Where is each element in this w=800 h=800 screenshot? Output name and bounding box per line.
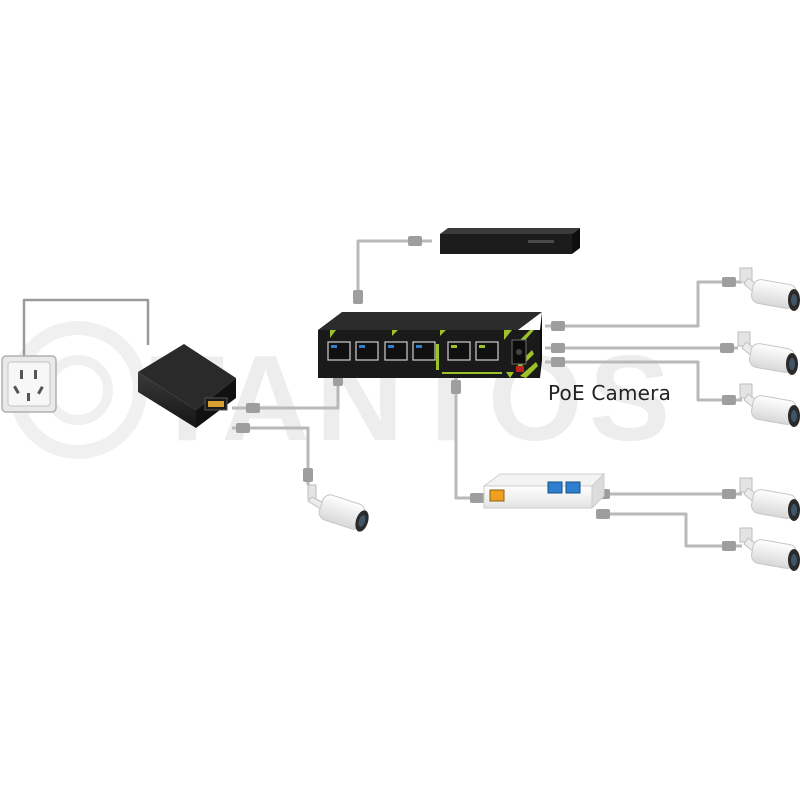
cable-connectors [236,236,736,551]
cable-switch-camera-1 [545,280,742,328]
cable-nvr-switch [356,239,432,300]
bullet-camera-icon [739,477,800,521]
cables [22,239,742,548]
bullet-camera-icon [739,527,800,571]
power-outlet-icon [1,355,57,413]
cable-extender-camera-2 [602,512,742,548]
bullet-camera-icon [739,267,800,311]
network-switch-icon [318,312,542,378]
bullet-camera-icon [739,383,800,427]
network-extender-icon [482,472,606,510]
bullet-camera-icon [307,484,369,532]
bullet-camera-icon [737,331,798,375]
cable-switch-camera-3 [545,360,742,402]
power-cord [22,298,150,360]
cable-injector-camera [232,426,310,485]
power-adapter-icon [138,344,236,428]
video-recorder-icon [440,228,580,254]
cable-switch-extender [454,378,488,500]
poe-camera-label: PoE Camera [548,381,672,405]
